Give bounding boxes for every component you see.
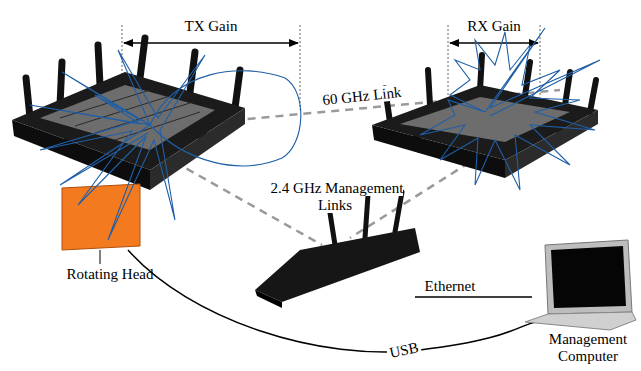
left-router [12, 38, 245, 190]
laptop [525, 240, 636, 330]
link-label: 2.4 GHz Management Links [261, 180, 411, 214]
device-label: Management Computer [538, 331, 638, 365]
part-label: Rotating Head [45, 266, 175, 283]
label-text: 2.4 GHz Management Links [269, 180, 404, 213]
antenna-pattern [30, 50, 301, 240]
dimension-label: RX Gain [444, 18, 544, 35]
label-text: USB [386, 339, 422, 362]
rotating-head [62, 184, 140, 250]
dimension-arrow [450, 42, 538, 43]
label-text: Rotating Head [66, 266, 153, 282]
antenna-pattern [420, 28, 600, 190]
dimension-label: TX Gain [151, 18, 271, 35]
label-text: Ethernet [425, 278, 476, 294]
leader-line [100, 250, 101, 264]
label-text: TX Gain [185, 18, 238, 34]
dimension-arrow [124, 42, 298, 43]
cable-label: Ethernet [405, 278, 495, 295]
label-text: Management Computer [549, 331, 627, 364]
ethernet-cable [415, 296, 532, 298]
cable-label: USB [378, 337, 430, 364]
label-text: RX Gain [467, 18, 521, 34]
